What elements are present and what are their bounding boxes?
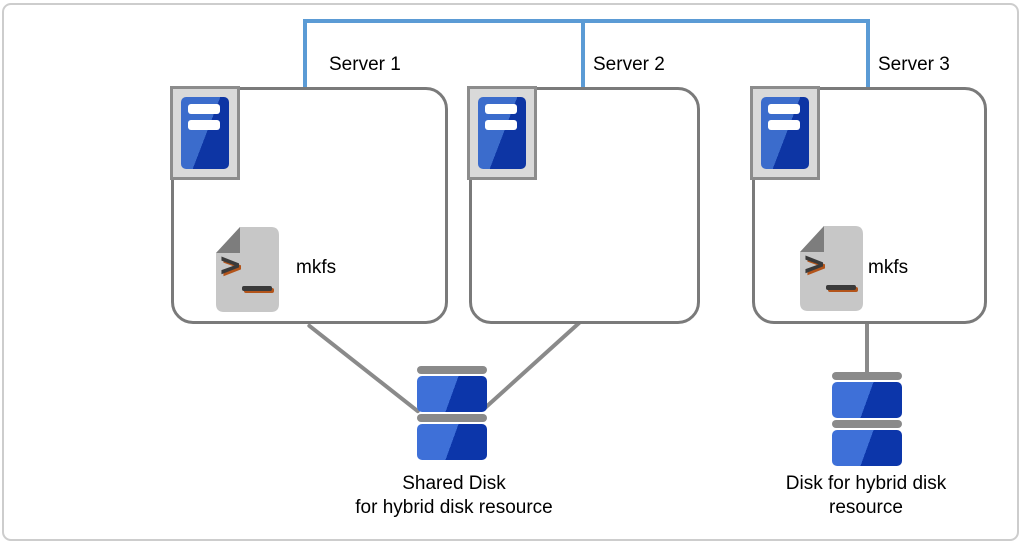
network-drop-line-server1: [303, 19, 307, 87]
hybrid-disk-icon: [832, 372, 902, 466]
server-icon-slot: [485, 120, 517, 130]
server1-mkfs-label: mkfs: [296, 257, 337, 278]
server-icon-body: [761, 97, 809, 169]
svg-text:>: >: [804, 244, 824, 284]
server-icon-slot: [768, 104, 800, 114]
connector-server3-to-disk: [865, 322, 869, 374]
server-icon-slot: [188, 104, 220, 114]
disk-cap: [832, 372, 902, 380]
network-bus-horizontal-line: [303, 19, 870, 23]
server1-tower-icon: [170, 86, 240, 180]
server3-tower-icon: [750, 86, 820, 180]
connector-server2-to-shared-disk: [482, 320, 582, 411]
svg-text:>: >: [806, 246, 826, 286]
disk-platter: [417, 376, 487, 412]
hybrid-disk-label: Disk for hybrid disk resource: [741, 472, 991, 520]
network-drop-line-server2: [581, 19, 585, 87]
server-icon-slot: [768, 120, 800, 130]
server3-label: Server 3: [878, 54, 950, 75]
server1-label: Server 1: [329, 54, 401, 75]
hybrid-disk-label-line1: Disk for hybrid disk: [785, 473, 947, 494]
shared-disk-label-line1: Shared Disk: [402, 473, 506, 494]
disk-cap: [832, 420, 902, 428]
shell-script-icon: > >: [216, 227, 279, 312]
server2-label: Server 2: [593, 54, 665, 75]
server-icon-body: [181, 97, 229, 169]
diagram-canvas: Server 1 Server 2 Server 3 > > mkfs: [2, 3, 1019, 541]
disk-platter: [832, 430, 902, 466]
disk-platter: [832, 382, 902, 418]
disk-cap: [417, 366, 487, 374]
hybrid-disk-label-line2: resource: [829, 497, 903, 518]
connector-server1-to-shared-disk: [306, 323, 421, 414]
server2-tower-icon: [467, 86, 537, 180]
server3-mkfs-label: mkfs: [868, 257, 909, 278]
shared-disk-label: Shared Disk for hybrid disk resource: [314, 472, 594, 520]
network-drop-line-server3: [866, 19, 870, 87]
disk-platter: [417, 424, 487, 460]
server-icon-body: [478, 97, 526, 169]
shared-disk-label-line2: for hybrid disk resource: [355, 497, 553, 518]
svg-text:>: >: [222, 247, 242, 287]
shell-script-icon: > >: [800, 226, 863, 311]
shared-disk-icon: [417, 366, 487, 460]
svg-text:>: >: [220, 245, 240, 285]
server-icon-slot: [188, 120, 220, 130]
disk-cap: [417, 414, 487, 422]
server-icon-slot: [485, 104, 517, 114]
